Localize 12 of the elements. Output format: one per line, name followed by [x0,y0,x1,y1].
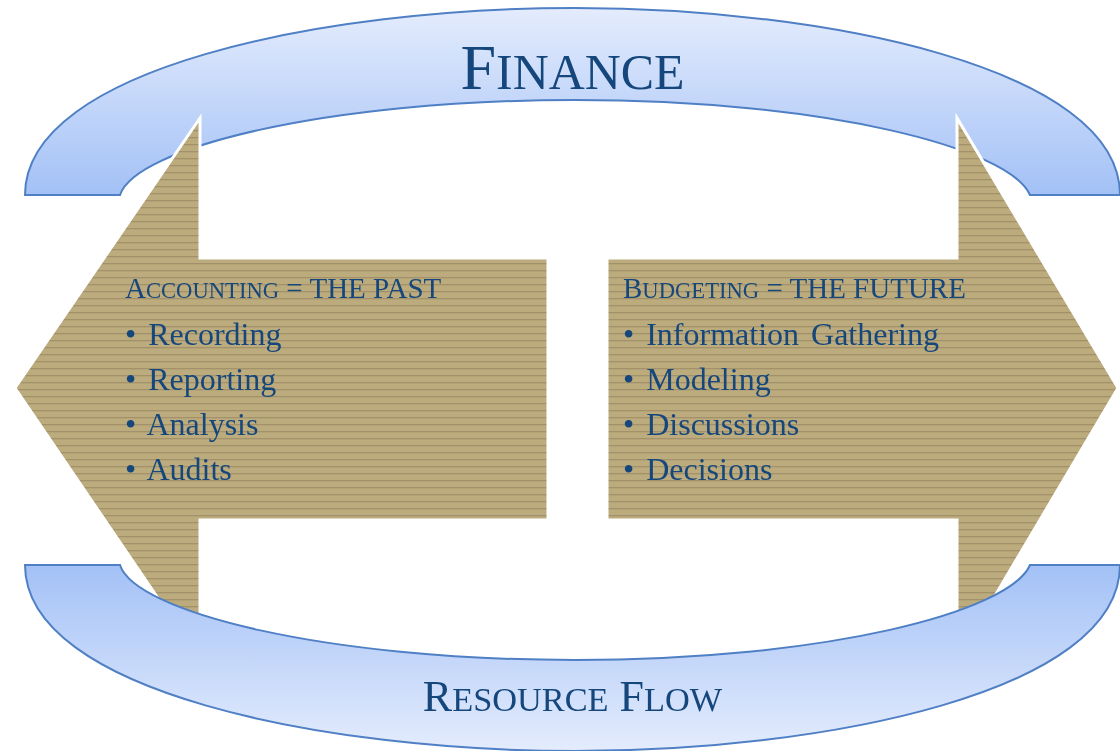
section-heading: BUDGETING = THE FUTURE [623,274,966,303]
bullet-item: • Recording [125,315,282,354]
bullet-item: • Audits [125,450,233,489]
section-heading: ACCOUNTING = THE PAST [125,274,442,303]
bullet-item: • Discussions [623,405,801,444]
bullet-item: • Analysis [125,405,260,444]
bullet-item: • Reporting [125,360,278,399]
band-title: FINANCE [459,36,686,100]
bullet-item: • Information Gathering [623,315,939,354]
band-title: RESOURCE FLOW [421,675,724,719]
bullet-item: • Decisions [623,450,774,489]
bullet-item: • Modeling [623,360,772,399]
